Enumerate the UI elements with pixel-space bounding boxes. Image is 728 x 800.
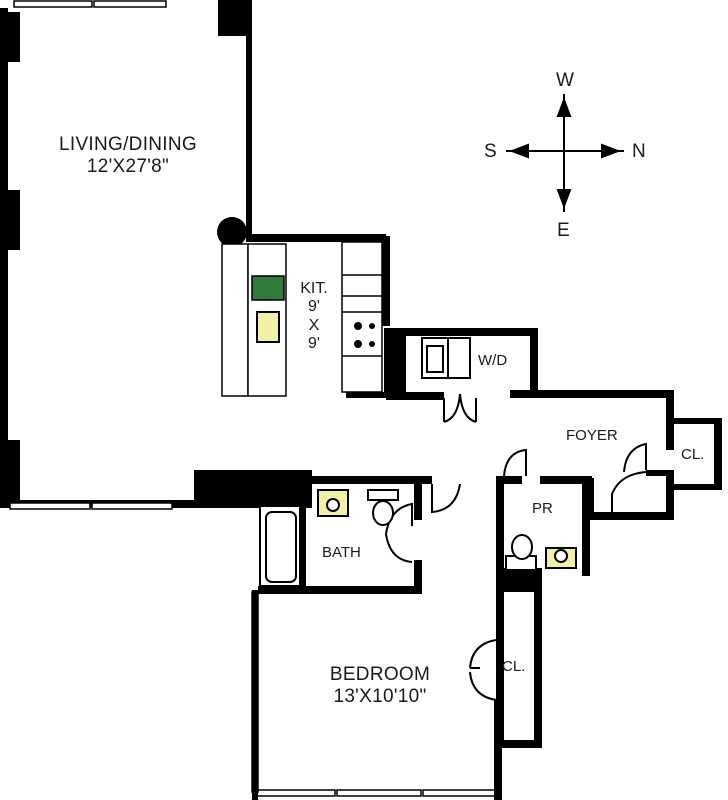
room-dims: 12'X27'8" [86, 155, 170, 177]
compass-rose [506, 94, 624, 212]
room-dims: 13'X10'10" [333, 685, 427, 707]
kitchen-label: KIT. 9' X 9' [294, 280, 334, 354]
compass-e: E [557, 220, 570, 241]
room-dim: 9' [308, 298, 320, 316]
bath-label: BATH [322, 544, 361, 561]
room-name: BEDROOM [329, 664, 431, 685]
bath-fixtures [259, 489, 399, 587]
foyer-closet-label: CL. [681, 446, 705, 463]
room-name: LIVING/DINING [59, 134, 197, 155]
powder-room-label: PR [532, 500, 553, 517]
compass-s: S [484, 141, 497, 162]
powder-fixtures [505, 534, 577, 571]
compass-n: N [632, 141, 647, 162]
bedroom-closet-label: CL. [502, 658, 526, 675]
bath-walls [258, 476, 432, 594]
living-dining-label: LIVING/DINING 12'X27'8" [28, 134, 228, 178]
room-dim: 9' [308, 335, 320, 353]
bedroom-label: BEDROOM 13'X10'10" [300, 664, 460, 708]
foyer-label: FOYER [566, 427, 618, 444]
compass-w: W [556, 70, 575, 91]
room-dim-x: X [308, 316, 320, 334]
laundry-foyer-walls [384, 328, 722, 748]
kitchen [221, 234, 390, 398]
room-name: KIT. [300, 280, 328, 297]
wd-label: W/D [478, 352, 508, 369]
bedroom-walls [252, 590, 502, 800]
doors [385, 393, 647, 701]
washer-dryer [421, 337, 471, 379]
